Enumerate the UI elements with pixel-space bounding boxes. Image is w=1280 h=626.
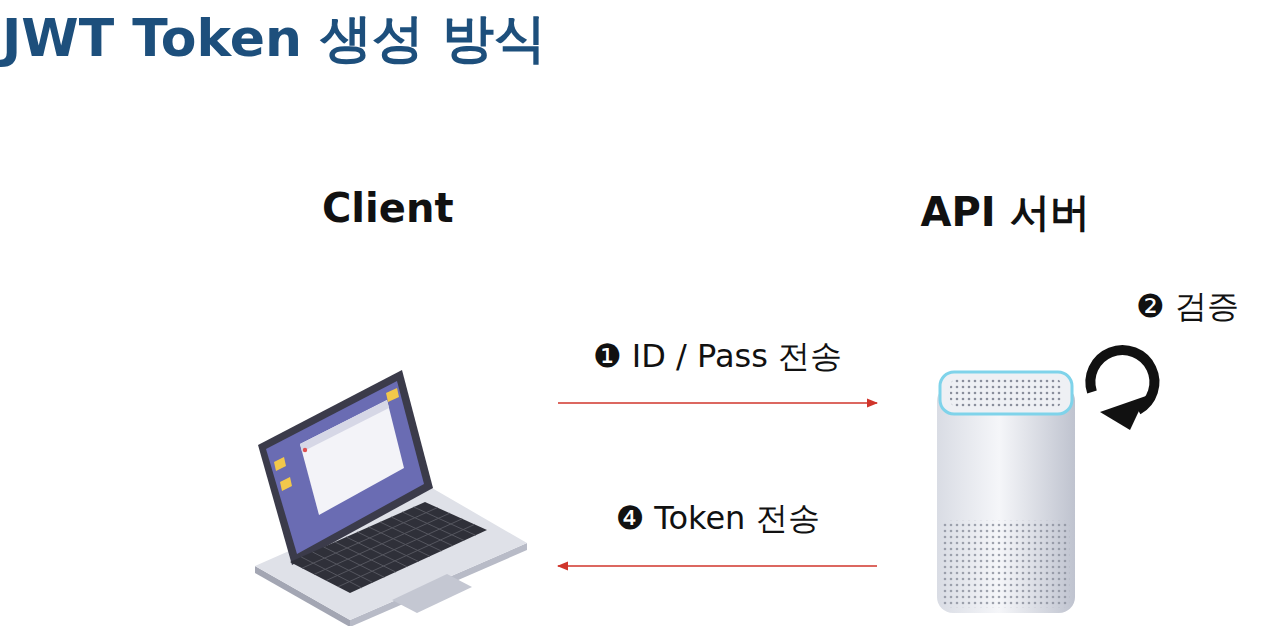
step-label: ❷ 검증 <box>1136 285 1239 329</box>
request-arrow <box>558 565 877 567</box>
key-row <box>326 519 462 581</box>
node-heading: API 서버 <box>920 185 1089 240</box>
laptop-illustration <box>255 370 527 626</box>
key-column <box>414 507 476 535</box>
edge-label: ❹ Token 전송 <box>612 497 822 541</box>
server-illustration <box>937 372 1075 613</box>
key-row <box>314 513 450 574</box>
device-node: Client <box>250 185 555 625</box>
page-title: JWT Token 생성 방식 <box>2 4 546 74</box>
key-row <box>338 524 475 586</box>
node-heading: Client <box>322 185 454 231</box>
device-node: API 서버 <box>880 185 1130 615</box>
edge-label: ❶ ID / Pass 전송 <box>590 335 845 379</box>
loop-arrow <box>1090 350 1154 430</box>
request-arrow <box>558 402 877 404</box>
